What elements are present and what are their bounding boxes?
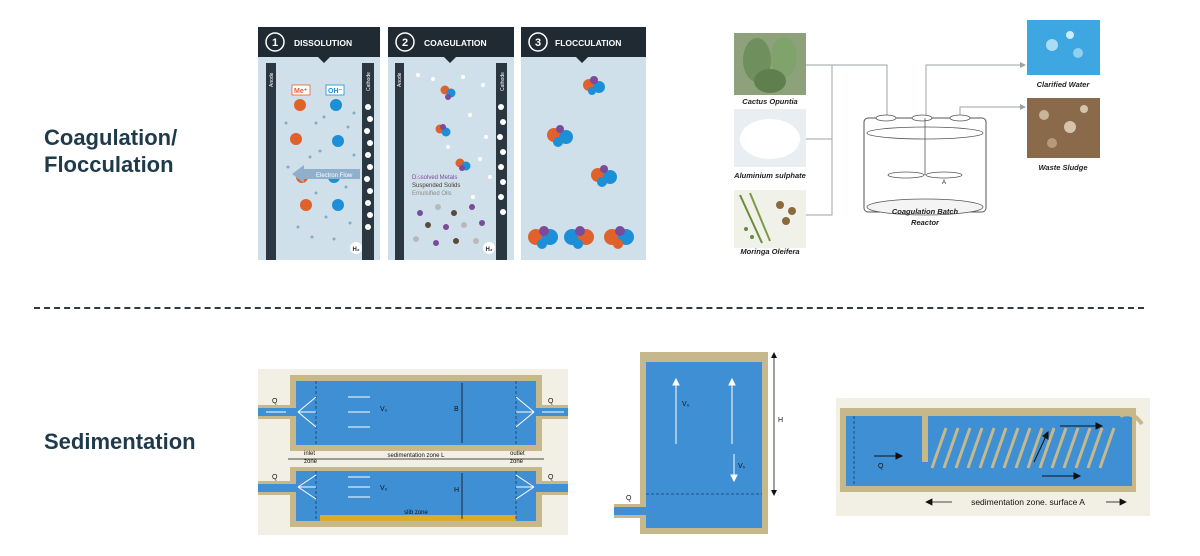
- electron-flow-label: Electron Flow: [316, 173, 353, 179]
- coagulation-heading-line1: Coagulation/: [44, 125, 178, 150]
- outlet-zone-line2: zone: [510, 459, 524, 465]
- step-number-3: 3: [535, 37, 541, 49]
- reactor-title: Coagulation Batch: [892, 207, 959, 216]
- sedimentation-heading: Sedimentation: [44, 429, 196, 454]
- hydrogen-label-1: H₂: [353, 247, 360, 253]
- vertical-sedimentation-diagram: V₀ Vₛ H Q: [614, 352, 783, 534]
- legend-dissolved-metals: Dissolved Metals: [412, 175, 457, 181]
- moringa-image: [734, 190, 806, 248]
- step-header-2: 2 COAGULATION: [388, 27, 514, 63]
- h-tank-b-label: B: [454, 406, 459, 413]
- step-header-3: 3 FLOCCULATION: [521, 27, 646, 63]
- step-number-1: 1: [272, 37, 278, 49]
- aluminium-sulphate-image: [734, 109, 806, 167]
- legend-emulsified-oils: Emulsified Oils: [412, 191, 452, 197]
- lamella-plates: [930, 427, 1116, 469]
- reactor-marker: A: [942, 180, 946, 186]
- batch-reactor-panel: Cactus Opuntia Aluminium sulphate Moring…: [722, 15, 1102, 260]
- electron-flow-arrow: Electron Flow: [292, 165, 360, 183]
- lamella-tank-water: [846, 416, 1132, 486]
- step-label-1: DISSOLUTION: [294, 38, 352, 48]
- v-tank-h-label: H: [778, 417, 783, 424]
- step-label-2: COAGULATION: [424, 38, 487, 48]
- h-tank-q-out-bottom: Q: [548, 474, 554, 481]
- top-tank-water: [296, 381, 536, 445]
- source-moringa-label: Moringa Oleifera: [740, 247, 799, 256]
- h-tank-q-out: Q: [548, 398, 554, 405]
- sedimentation-zone-label: sedimentation zone L: [387, 453, 445, 459]
- lamella-sedimentation-diagram: Q sedimentation zone. surface A: [836, 398, 1150, 516]
- batch-reactor: A: [863, 114, 987, 216]
- h-tank-v0-top: V₀: [380, 406, 388, 413]
- metal-ion-label: Me⁺: [294, 88, 308, 95]
- floc-large: [528, 76, 634, 249]
- anode-label-2: Anode: [397, 72, 403, 87]
- electrocoagulation-panel: 1 DISSOLUTION 2 COAGULATION 3 FLOCCULATI…: [258, 27, 646, 260]
- step-label-3: FLOCCULATION: [555, 38, 621, 48]
- horizontal-sedimentation-panel: Q Q V₀ B inlet zone sedimentation zone L…: [258, 369, 568, 535]
- sludge-zone-label: slib zone: [404, 510, 428, 516]
- sludge-zone: [320, 515, 516, 521]
- cathode-1: [362, 63, 374, 260]
- bottom-tank-water: [296, 471, 536, 521]
- waste-sludge-image: [1027, 98, 1100, 158]
- lamella-zone-label: sedimentation zone. surface A: [971, 497, 1085, 507]
- h-tank-q-in: Q: [272, 398, 278, 405]
- clarified-water-image: [1027, 20, 1100, 75]
- output-clarified-water: Clarified Water: [1037, 80, 1091, 89]
- cathode-2: [496, 63, 507, 260]
- electrocoagulation-diagram: 1 DISSOLUTION 2 COAGULATION 3 FLOCCULATI…: [258, 27, 646, 260]
- hydroxide-label: OH⁻: [328, 88, 343, 95]
- h-tank-q-in-bottom: Q: [272, 474, 278, 481]
- output-waste-sludge: Waste Sludge: [1038, 163, 1087, 172]
- cathode-label-1: Cathode: [366, 72, 372, 91]
- floc-small: [435, 85, 471, 171]
- horizontal-sedimentation-diagram: Q Q V₀ B inlet zone sedimentation zone L…: [258, 369, 568, 535]
- v-tank-vs-label: Vₛ: [738, 463, 746, 470]
- source-aluminium-label: Aluminium sulphate: [733, 171, 806, 180]
- step-header-1: 1 DISSOLUTION: [258, 27, 380, 63]
- cathode-label-2: Cathode: [500, 72, 506, 91]
- v-tank-v0-label: V₀: [682, 401, 690, 408]
- v-tank-q-label: Q: [626, 495, 632, 502]
- section-divider: [34, 307, 1144, 309]
- cactus-image: [734, 33, 806, 95]
- anode-label-1: Anode: [269, 72, 275, 87]
- source-cactus-label: Cactus Opuntia: [742, 97, 797, 106]
- h-tank-h-label: H: [454, 487, 459, 494]
- legend-suspended-solids: Suspended Solids: [412, 183, 460, 189]
- reactor-subtitle: Reactor: [911, 218, 940, 227]
- step-number-2: 2: [402, 37, 408, 49]
- inlet-zone-line1: inlet: [304, 451, 315, 457]
- lamella-q-label: Q: [878, 463, 884, 470]
- vertical-sedimentation-panel: V₀ Vₛ H Q: [614, 348, 792, 538]
- vertical-tank-water: [646, 362, 762, 528]
- batch-reactor-diagram: Cactus Opuntia Aluminium sulphate Moring…: [733, 20, 1100, 256]
- coagulation-heading-line2: Flocculation: [44, 152, 174, 177]
- outlet-zone-line1: outlet: [510, 451, 525, 457]
- anode-1: [266, 63, 276, 260]
- anode-2: [395, 63, 404, 260]
- hydrogen-label-2: H₂: [486, 247, 493, 253]
- inlet-zone-line2: zone: [304, 459, 318, 465]
- coagulation-heading: Coagulation/ Flocculation: [44, 124, 177, 178]
- lamella-sedimentation-panel: Q sedimentation zone. surface A: [836, 398, 1150, 516]
- h-tank-v0-bottom: V₀: [380, 485, 388, 492]
